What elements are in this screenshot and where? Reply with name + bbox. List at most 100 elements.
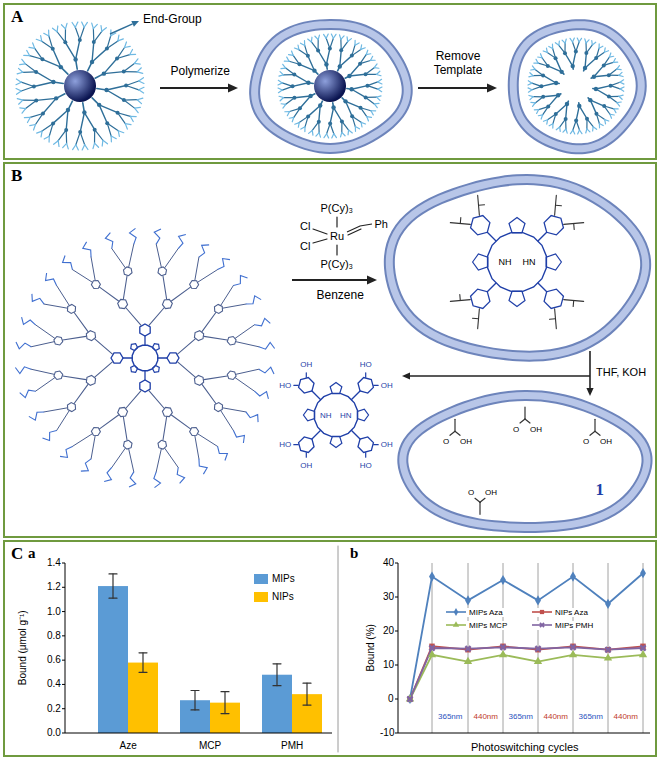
dendron-branch [319, 106, 320, 122]
porphyrin-ring [488, 233, 547, 292]
legend-item: NIPs [252, 591, 296, 603]
dendron-branch [609, 96, 619, 97]
end-group [36, 39, 41, 41]
step-label: Polymerize [171, 65, 230, 79]
end-group [61, 25, 65, 29]
ligand-label: P(Cy)₃ [320, 202, 355, 215]
end-group [283, 64, 286, 68]
end-group [137, 98, 143, 100]
end-group [599, 123, 603, 125]
end-group [354, 40, 355, 45]
end-group [374, 103, 379, 105]
dendron-branch [366, 74, 377, 75]
dendron-branch [596, 89, 609, 97]
end-group [19, 100, 23, 104]
panel-letter: A [11, 7, 23, 27]
dendron-branch [596, 52, 604, 58]
dendron-branch [367, 86, 377, 89]
data-marker [604, 653, 612, 660]
end-group [617, 101, 621, 103]
benzene-ring [67, 403, 75, 412]
dendron-branch [198, 270, 218, 283]
dendron-branch [80, 132, 84, 145]
bond-line [144, 336, 145, 345]
end-group [279, 96, 284, 97]
end-group [93, 143, 95, 149]
end-group [598, 44, 599, 48]
dendron-branch [579, 106, 587, 119]
end-group [585, 39, 586, 43]
bond-line [312, 391, 320, 399]
dendron-branch [43, 98, 56, 113]
solvent-label: Benzene [317, 289, 364, 303]
dendron-branch [543, 95, 558, 97]
dendron-branch [42, 123, 53, 131]
dendron-branch [91, 436, 95, 459]
dendron-branch [366, 97, 375, 104]
end-group [530, 97, 533, 100]
end-group [327, 134, 329, 138]
subpanel-letter: b [350, 545, 358, 562]
end-group [34, 125, 36, 130]
dendron-branch [195, 257, 199, 280]
dendron-branch [286, 98, 295, 105]
hydroxyl-bond [374, 385, 379, 386]
data-marker [428, 650, 436, 657]
group-label: Ph [374, 218, 389, 231]
hydroxyl-label: HO [278, 381, 292, 390]
error-bar [142, 653, 143, 672]
end-group [27, 50, 30, 55]
legend-item: MIPs MCP [444, 621, 509, 630]
wavelength-label: 440nm [543, 712, 569, 721]
hydroxyl-label: OH [299, 461, 313, 470]
end-group [562, 40, 565, 43]
end-group [312, 130, 314, 135]
end-group [370, 56, 372, 60]
pyrrole-ring [131, 344, 138, 351]
benzene-ring [123, 267, 132, 276]
figure-panel: C [3, 540, 657, 757]
end-group [135, 108, 139, 113]
polymer-shell [389, 179, 645, 356]
step-label: Remove Template [422, 50, 494, 78]
atom-label: HN [339, 411, 353, 420]
end-group [130, 49, 133, 54]
dendron-branch [26, 100, 37, 108]
error-cap [109, 598, 117, 599]
end-group [82, 22, 85, 27]
error-cap [191, 690, 199, 691]
allyl-end-group [233, 276, 247, 286]
dendron-branch [341, 121, 342, 132]
error-cap [273, 663, 281, 664]
end-group [125, 42, 127, 47]
axis-title: Bound (%) [364, 624, 376, 671]
benzene-ring [118, 299, 128, 308]
data-marker [533, 643, 543, 653]
dendron-branch [129, 449, 134, 472]
dendron-branch [308, 106, 320, 117]
axis-tick [395, 631, 398, 632]
atom-label: OH [459, 437, 473, 446]
end-group [371, 110, 376, 111]
end-group [604, 48, 606, 52]
data-marker [568, 642, 578, 652]
hydroxyl-label: OH [299, 360, 313, 369]
dendron-branch [112, 249, 125, 268]
dendron-branch [75, 27, 79, 40]
polymer-shell [513, 25, 641, 149]
benzene-ring [544, 289, 563, 308]
subpanel-letter: a [28, 545, 36, 562]
data-marker [570, 572, 576, 582]
dendron-branch [65, 29, 66, 42]
data-marker [534, 657, 542, 664]
dendron-branch [559, 45, 565, 53]
legend-line-sample [446, 608, 466, 616]
bond-line [144, 371, 145, 380]
benzene-ring [54, 336, 63, 345]
wavelength-label: 440nm [473, 712, 499, 721]
dendron-branch [149, 391, 164, 409]
dendron-branch [556, 58, 562, 72]
atom-label: Ru [329, 230, 345, 243]
end-group [16, 89, 21, 91]
